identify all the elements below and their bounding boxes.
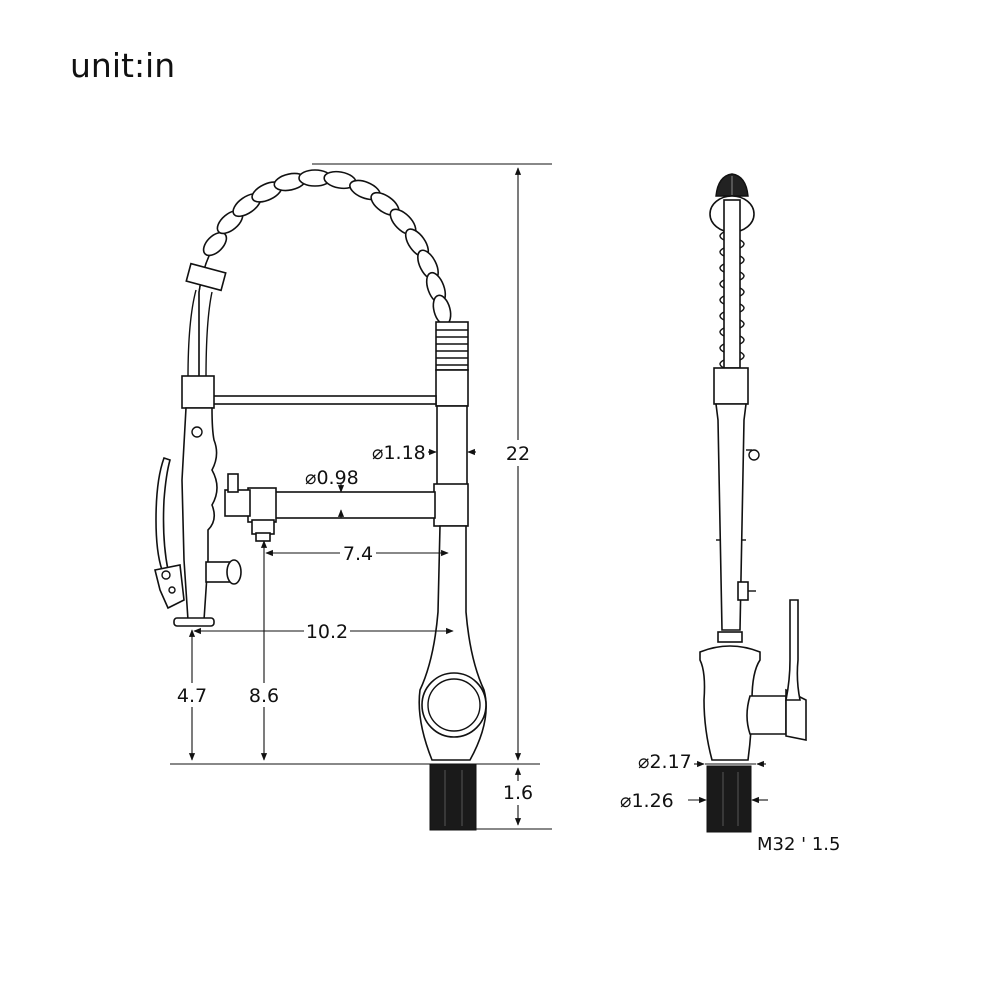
- front-spray-base: [173, 617, 215, 627]
- dim-spout-dia: ⌀1.18: [372, 442, 426, 464]
- front-mid-collar: [433, 483, 469, 527]
- side-view: ⌀2.17 ⌀1.26 M32 ' 1.5: [620, 173, 840, 855]
- front-spray-lever: [155, 456, 171, 571]
- dim-shank-dia: ⌀1.26: [620, 790, 674, 812]
- dim-shank-length: 1.6: [503, 782, 533, 804]
- front-shank: [429, 763, 477, 831]
- dim-reach-outer: 10.2: [306, 621, 348, 643]
- front-spray-collar: [185, 262, 227, 292]
- front-view: 22 1.6 ⌀1.18 ⌀0.98 7.4 10.2 4.7 8.6: [154, 163, 552, 831]
- front-handle-hub: [421, 672, 487, 738]
- front-spray-head: [181, 407, 218, 621]
- front-holder-collar: [181, 375, 215, 409]
- dim-height-total: 22: [506, 443, 530, 465]
- side-handle-block: [746, 695, 787, 735]
- dim-arm-dia: ⌀0.98: [305, 467, 359, 489]
- side-collar: [713, 367, 749, 405]
- front-ribbed-neck: [435, 321, 469, 371]
- front-main-column: [436, 405, 468, 487]
- side-shank: [706, 765, 752, 833]
- front-top-collar: [435, 369, 469, 407]
- dim-arm-height: 8.6: [249, 685, 279, 707]
- side-spring-loops: [719, 231, 745, 369]
- side-handle-lever: [785, 599, 801, 701]
- dim-spray-height: 4.7: [177, 685, 207, 707]
- dim-reach-inner: 7.4: [343, 543, 373, 565]
- front-pot-arm-nozzle: [251, 519, 275, 535]
- unit-label: unit:in: [70, 46, 176, 85]
- dim-base-dia: ⌀2.17: [638, 751, 692, 773]
- front-spring-coils: [202, 169, 452, 326]
- front-pot-arm: [274, 491, 436, 519]
- side-column: [715, 403, 747, 631]
- front-holder-arm: [211, 395, 437, 405]
- side-spring-column: [723, 199, 741, 369]
- front-pot-arm-elbow: [247, 487, 277, 523]
- dim-thread: M32 ' 1.5: [757, 834, 840, 855]
